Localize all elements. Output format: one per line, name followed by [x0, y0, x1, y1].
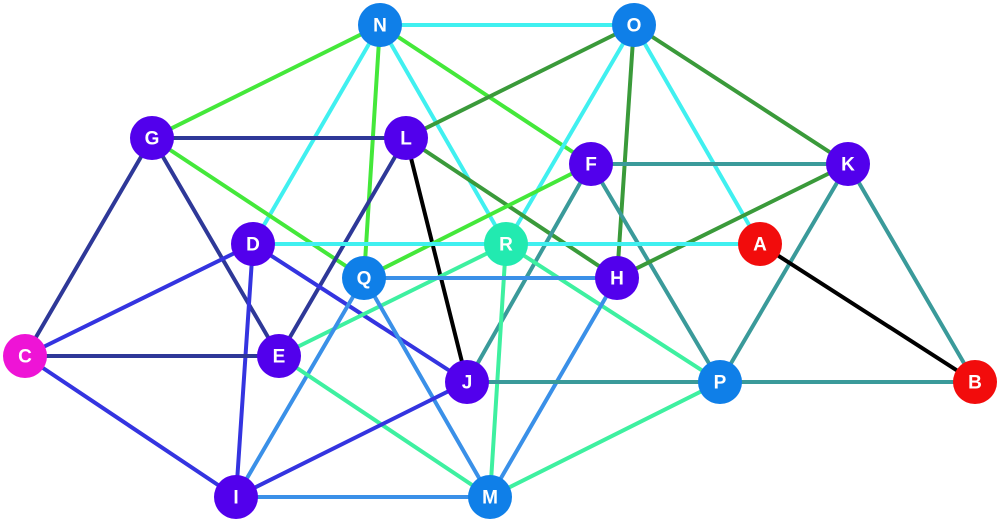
edge-o-a — [632, 23, 762, 246]
edge-l-h — [404, 136, 619, 280]
node-circle — [445, 360, 489, 404]
node-circle — [595, 256, 639, 300]
node-o: O — [612, 3, 656, 47]
node-q: Q — [342, 256, 386, 300]
node-circle — [569, 142, 613, 186]
node-circle — [257, 334, 301, 378]
node-label: L — [400, 129, 412, 150]
node-circle — [3, 334, 47, 378]
node-d: D — [231, 222, 275, 266]
edge-n-g — [150, 23, 382, 140]
node-label: P — [714, 373, 727, 394]
node-circle — [484, 222, 528, 266]
node-b: B — [953, 360, 997, 404]
nodes-layer: N O G L F K D R A Q H C E J P B I M — [3, 3, 997, 519]
edge-h-m — [488, 276, 619, 499]
node-circle — [738, 222, 782, 266]
edge-k-p — [718, 162, 850, 384]
edge-o-l — [404, 23, 636, 140]
node-p: P — [698, 360, 742, 404]
node-label: R — [499, 235, 513, 256]
node-l: L — [384, 116, 428, 160]
node-circle — [468, 475, 512, 519]
edge-e-m — [277, 354, 492, 499]
node-label: Q — [357, 269, 372, 290]
node-label: K — [841, 155, 855, 176]
edge-l-j — [404, 136, 469, 384]
edge-g-c — [23, 136, 154, 358]
node-h: H — [595, 256, 639, 300]
edge-f-p — [589, 162, 722, 384]
edge-c-i — [23, 354, 238, 499]
node-e: E — [257, 334, 301, 378]
node-circle — [384, 116, 428, 160]
edge-n-r — [378, 23, 508, 246]
node-circle — [231, 222, 275, 266]
edge-f-q — [362, 162, 593, 280]
node-label: G — [145, 129, 160, 150]
edge-q-i — [234, 276, 366, 499]
node-label: F — [585, 155, 597, 176]
node-c: C — [3, 334, 47, 378]
edge-n-d — [251, 23, 382, 246]
edge-r-p — [504, 242, 722, 384]
node-circle — [698, 360, 742, 404]
node-j: J — [445, 360, 489, 404]
node-label: D — [246, 235, 260, 256]
node-i: I — [214, 475, 258, 519]
node-label: N — [373, 16, 387, 37]
node-label: J — [462, 373, 473, 394]
edge-o-k — [632, 23, 850, 166]
edge-r-e — [277, 242, 508, 358]
node-label: B — [968, 373, 982, 394]
node-k: K — [826, 142, 870, 186]
node-label: H — [610, 269, 624, 290]
edge-d-i — [234, 242, 255, 499]
edge-n-f — [378, 23, 593, 166]
edge-n-q — [362, 23, 382, 280]
node-label: A — [753, 235, 767, 256]
node-m: M — [468, 475, 512, 519]
node-f: F — [569, 142, 613, 186]
edge-f-j — [465, 162, 593, 384]
edge-p-m — [488, 380, 722, 499]
edge-d-c — [23, 242, 255, 358]
edge-r-m — [488, 242, 508, 499]
node-circle — [342, 256, 386, 300]
node-label: O — [627, 16, 642, 37]
node-circle — [130, 116, 174, 160]
node-label: C — [18, 347, 32, 368]
node-circle — [953, 360, 997, 404]
node-label: E — [273, 347, 286, 368]
node-n: N — [358, 3, 402, 47]
node-r: R — [484, 222, 528, 266]
edge-g-q — [150, 136, 366, 280]
edge-o-r — [504, 23, 636, 246]
node-circle — [612, 3, 656, 47]
node-circle — [826, 142, 870, 186]
edge-d-j — [251, 242, 469, 384]
node-label: I — [233, 488, 238, 509]
edge-j-i — [234, 380, 469, 499]
edge-o-h — [615, 23, 636, 280]
edge-k-b — [846, 162, 977, 384]
node-label: M — [482, 488, 498, 509]
edge-q-m — [362, 276, 492, 499]
edge-l-e — [277, 136, 408, 358]
edge-g-e — [150, 136, 281, 358]
node-circle — [214, 475, 258, 519]
node-a: A — [738, 222, 782, 266]
edges-layer — [23, 23, 977, 499]
edge-a-b — [758, 242, 977, 384]
node-g: G — [130, 116, 174, 160]
edge-k-h — [615, 162, 850, 280]
node-circle — [358, 3, 402, 47]
